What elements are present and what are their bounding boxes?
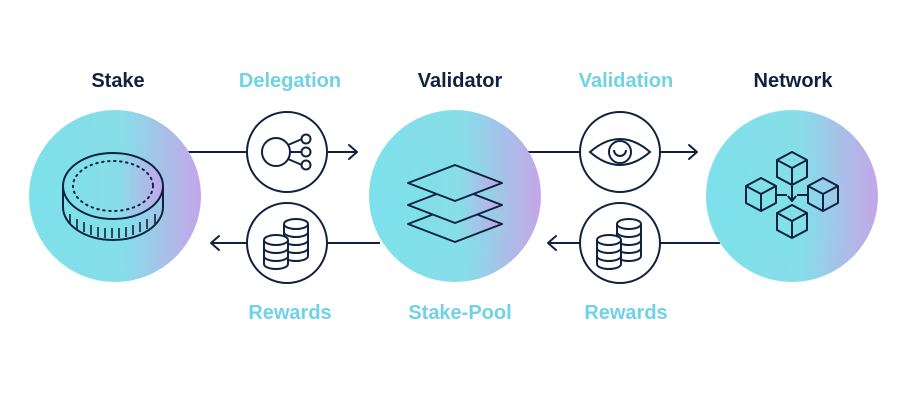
network-cubes-icon bbox=[745, 151, 839, 239]
delegation-label: Delegation bbox=[238, 70, 342, 92]
stake-label: Stake bbox=[91, 70, 145, 92]
network-label: Network bbox=[753, 70, 833, 92]
arrow-right-icon bbox=[348, 144, 358, 160]
validation-label: Validation bbox=[578, 70, 674, 92]
layers-icon bbox=[407, 164, 503, 243]
delegation-link bbox=[246, 111, 328, 193]
arrow-left-icon bbox=[547, 235, 557, 251]
arrow-right-icon bbox=[688, 144, 698, 160]
arrow-left-icon bbox=[210, 235, 220, 251]
rewards-link-1 bbox=[246, 202, 328, 284]
stake-node bbox=[29, 110, 201, 282]
nodes-icon bbox=[261, 133, 312, 171]
rewards-link-2 bbox=[579, 202, 661, 284]
validation-link bbox=[579, 111, 661, 193]
validator-node bbox=[369, 110, 541, 282]
eye-icon bbox=[588, 138, 652, 166]
coin-stack-icon bbox=[596, 218, 642, 270]
stake-pool-label: Stake-Pool bbox=[408, 302, 512, 324]
coin-icon bbox=[62, 152, 164, 241]
rewards-label-2: Rewards bbox=[584, 302, 668, 324]
validator-label: Validator bbox=[417, 70, 503, 92]
coin-stack-icon bbox=[263, 218, 309, 270]
rewards-label-1: Rewards bbox=[248, 302, 332, 324]
network-node bbox=[706, 110, 878, 282]
